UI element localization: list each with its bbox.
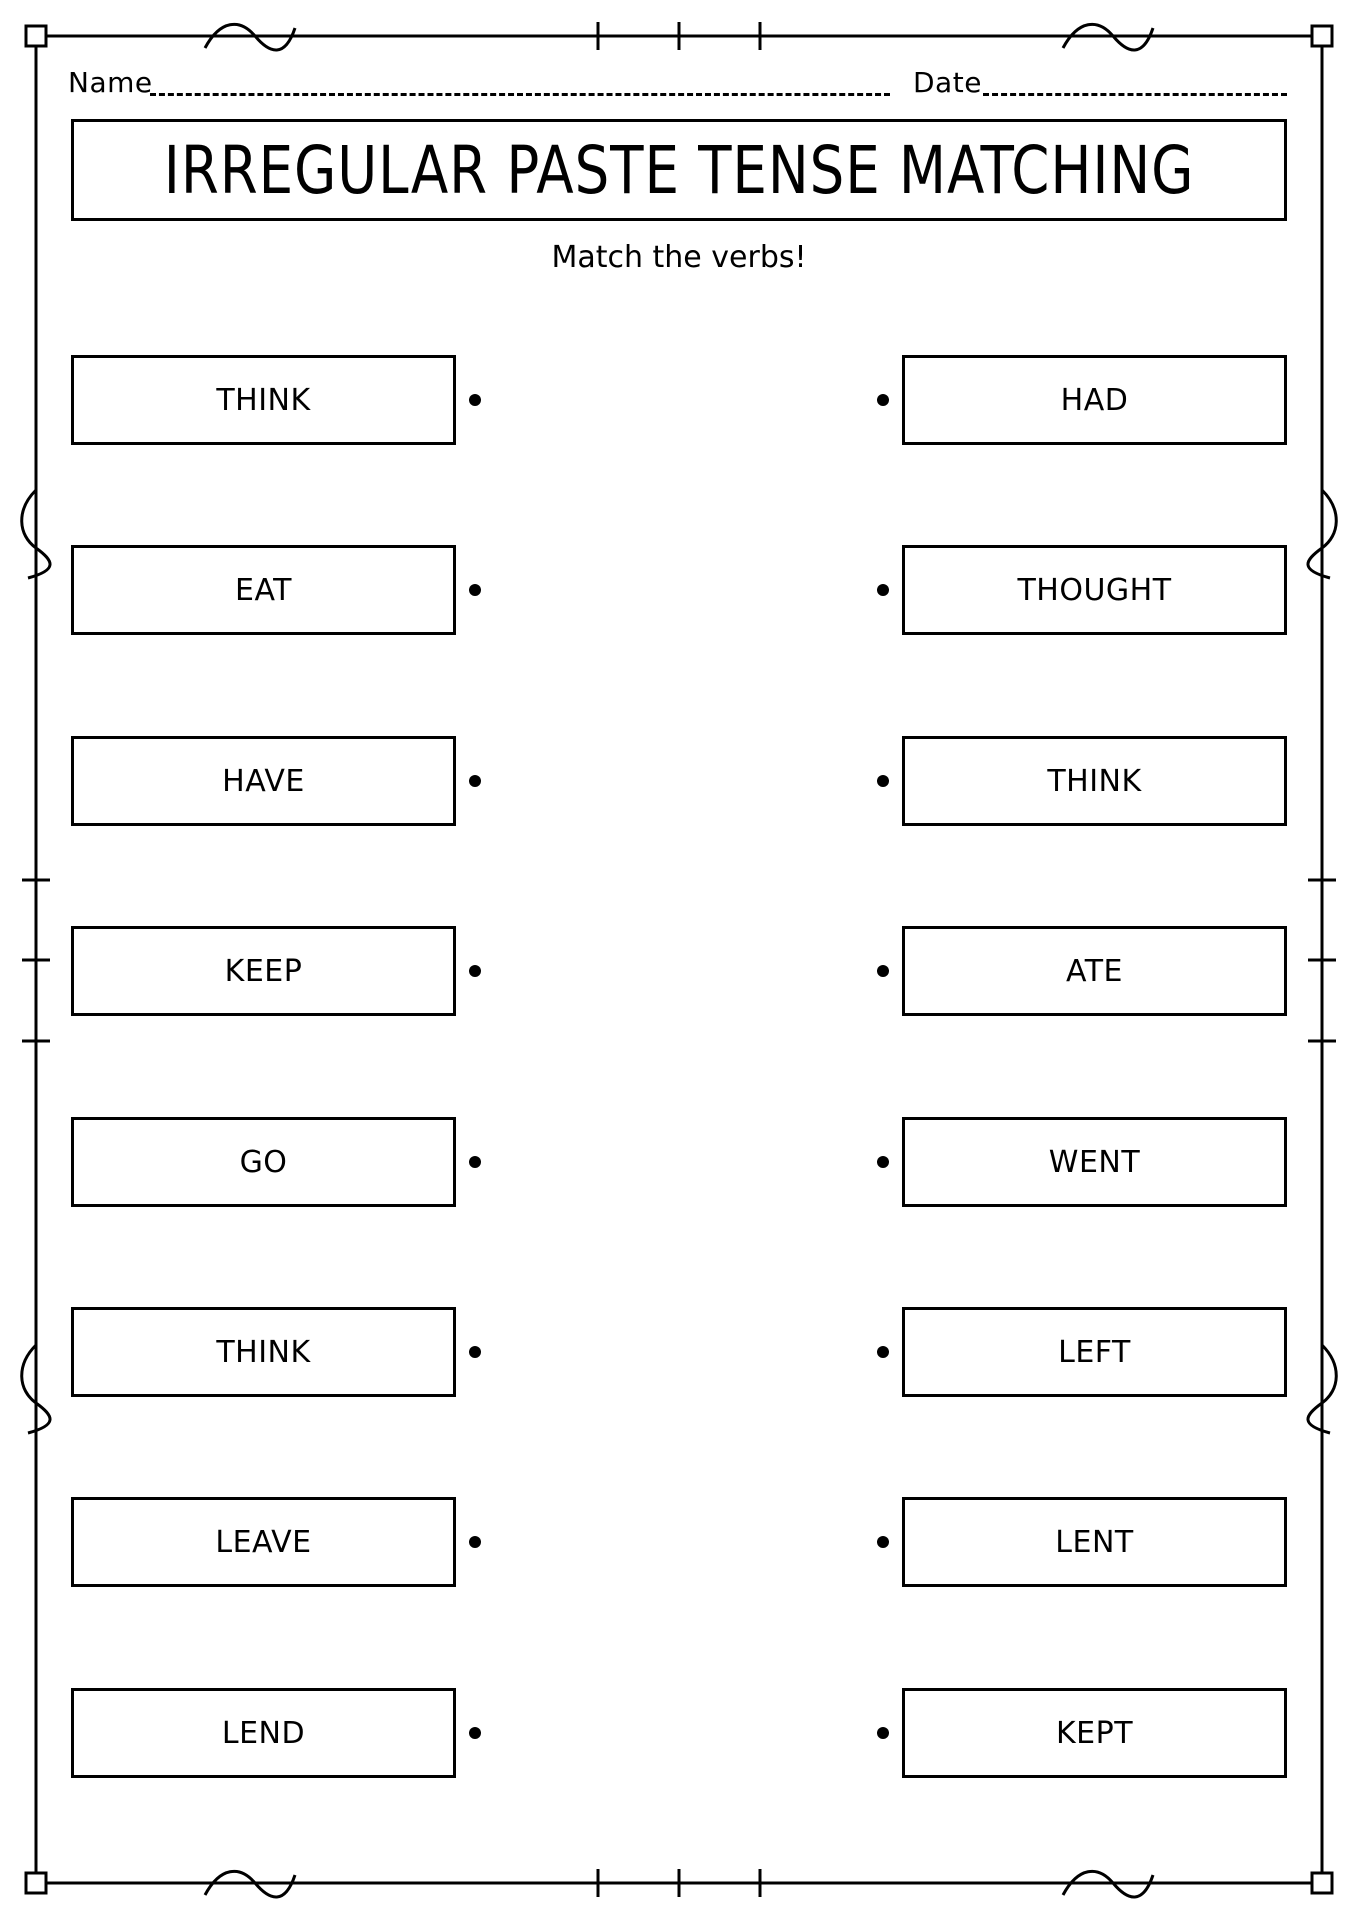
left-word-box[interactable]: HAVE [71,736,456,826]
right-word-label: ATE [1066,953,1123,989]
right-word-box[interactable]: HAD [902,355,1287,445]
page-title: IRREGULAR PASTE TENSE MATCHING [163,131,1195,209]
left-match-dot[interactable] [469,1156,481,1168]
left-match-dot[interactable] [469,965,481,977]
title-box: IRREGULAR PASTE TENSE MATCHING [71,119,1287,221]
right-word-box[interactable]: WENT [902,1117,1287,1207]
right-word-label: THINK [1047,763,1142,799]
left-word-box[interactable]: LEND [71,1688,456,1778]
name-field[interactable] [150,93,890,96]
right-match-dot[interactable] [877,394,889,406]
left-word-box[interactable]: THINK [71,1307,456,1397]
right-word-box[interactable]: LEFT [902,1307,1287,1397]
left-word-label: THINK [216,1334,311,1370]
left-word-label: THINK [216,382,311,418]
left-word-box[interactable]: THINK [71,355,456,445]
date-label: Date [913,66,982,99]
right-word-label: HAD [1060,382,1129,418]
name-label: Name [68,66,153,99]
right-word-label: LEFT [1058,1334,1131,1370]
right-word-box[interactable]: THINK [902,736,1287,826]
right-word-label: WENT [1048,1144,1141,1180]
left-word-label: EAT [235,572,292,608]
right-match-dot[interactable] [877,1156,889,1168]
left-word-box[interactable]: GO [71,1117,456,1207]
right-word-box[interactable]: THOUGHT [902,545,1287,635]
left-match-dot[interactable] [469,1536,481,1548]
left-word-label: LEND [221,1715,306,1751]
right-word-box[interactable]: ATE [902,926,1287,1016]
left-word-label: LEAVE [215,1524,312,1560]
right-match-dot[interactable] [877,775,889,787]
left-word-label: KEEP [224,953,303,989]
left-word-box[interactable]: KEEP [71,926,456,1016]
left-match-dot[interactable] [469,1346,481,1358]
left-word-box[interactable]: LEAVE [71,1497,456,1587]
left-match-dot[interactable] [469,584,481,596]
left-match-dot[interactable] [469,394,481,406]
right-word-box[interactable]: KEPT [902,1688,1287,1778]
right-match-dot[interactable] [877,584,889,596]
left-word-label: GO [239,1144,288,1180]
left-match-dot[interactable] [469,1727,481,1739]
right-match-dot[interactable] [877,965,889,977]
right-word-box[interactable]: LENT [902,1497,1287,1587]
right-match-dot[interactable] [877,1536,889,1548]
right-word-label: KEPT [1055,1715,1134,1751]
right-match-dot[interactable] [877,1727,889,1739]
right-word-label: THOUGHT [1017,572,1172,608]
right-match-dot[interactable] [877,1346,889,1358]
left-match-dot[interactable] [469,775,481,787]
instruction-text: Match the verbs! [551,240,807,275]
left-word-box[interactable]: EAT [71,545,456,635]
date-field[interactable] [983,93,1287,96]
left-word-label: HAVE [222,763,305,799]
right-word-label: LENT [1055,1524,1134,1560]
